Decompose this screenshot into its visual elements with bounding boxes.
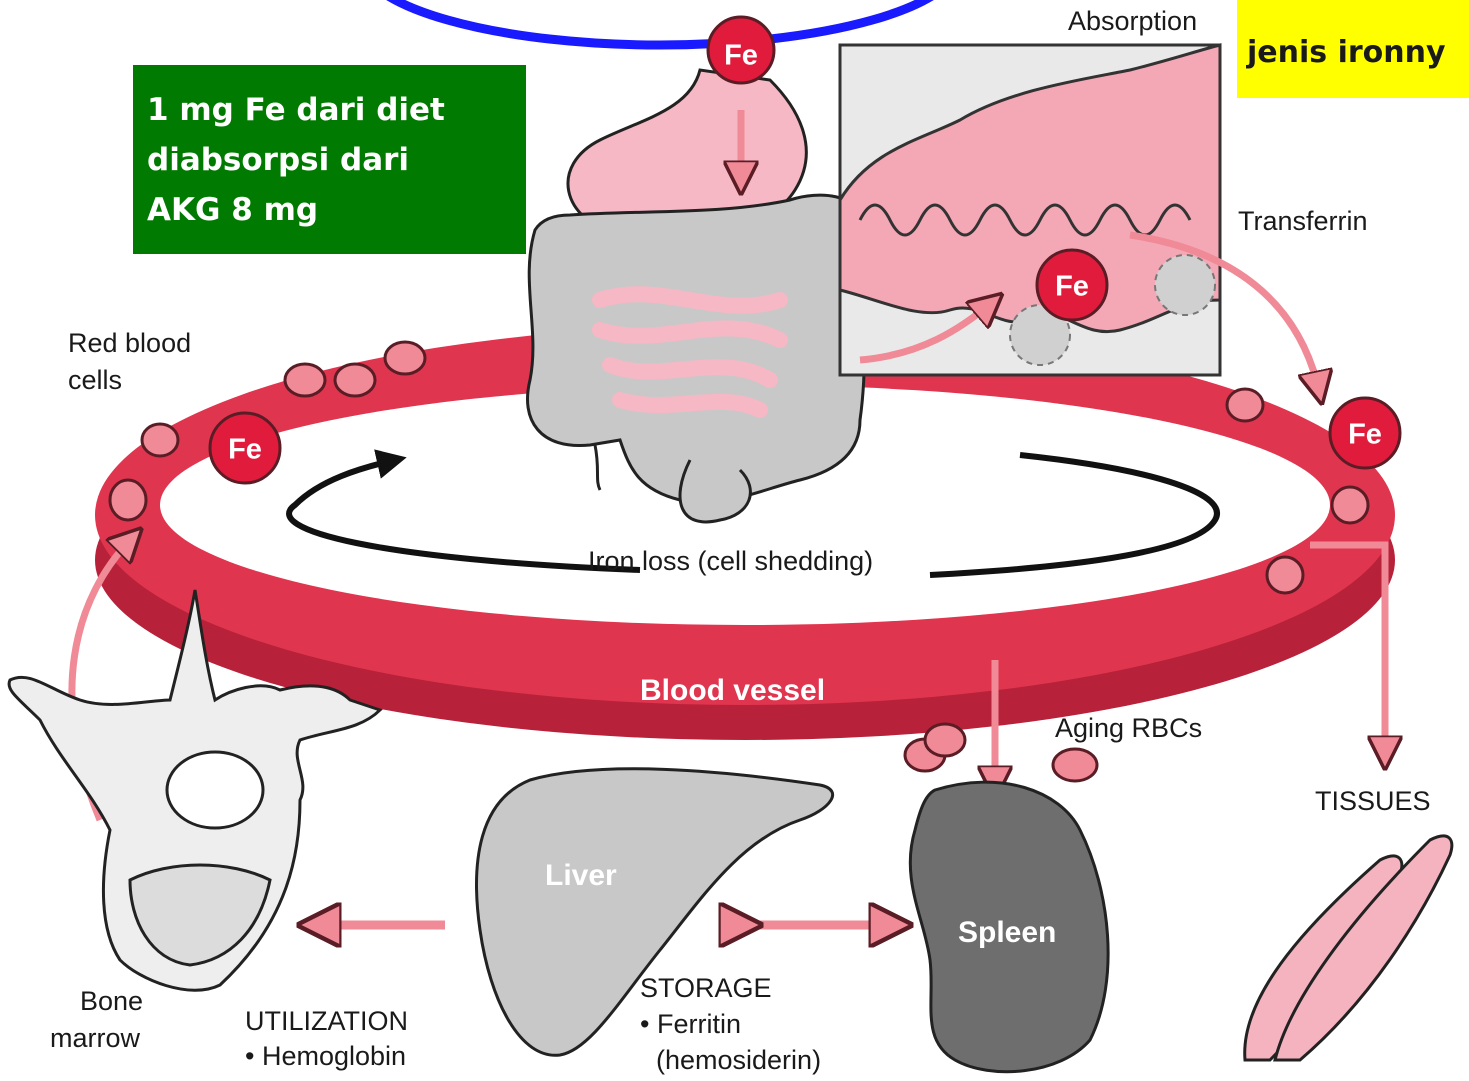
ferritin-label: • Ferritin [640, 1008, 741, 1040]
aging-rbcs-label: Aging RBCs [1055, 712, 1202, 744]
utilization-label: UTILIZATION [245, 1005, 408, 1037]
green-note-line1: 1 mg Fe dari diet [147, 85, 512, 135]
fe-label-stomach: Fe [724, 40, 758, 73]
red-blood-cells-label-line2: cells [68, 364, 122, 396]
hemoglobin-label: • Hemoglobin [245, 1040, 406, 1072]
blue-oval-highlight [360, 0, 960, 45]
green-note-line3: AKG 8 mg [147, 185, 512, 235]
fe-label-inset: Fe [1055, 271, 1089, 304]
muscle-tissue [1245, 836, 1452, 1060]
hemosiderin-label: (hemosiderin) [656, 1044, 821, 1076]
green-note: 1 mg Fe dari diet diabsorpsi dari AKG 8 … [133, 65, 526, 254]
red-blood-cells-label-line1: Red blood [68, 327, 191, 359]
bone-marrow-label-line1: Bone [80, 985, 143, 1017]
yellow-note-line1 [1247, 0, 1469, 34]
blood-vessel-label: Blood vessel [640, 673, 825, 709]
absorption-label: Absorption [1068, 5, 1197, 37]
fe-label-right: Fe [1348, 419, 1382, 452]
transferrin-label: Transferrin [1238, 205, 1368, 237]
iron-loss-label: Iron loss (cell shedding) [588, 545, 873, 577]
yellow-note-line2: jenis ironny [1247, 34, 1469, 72]
fe-label-left: Fe [228, 434, 262, 467]
yellow-note: jenis ironny [1237, 0, 1469, 98]
spleen-label: Spleen [958, 915, 1056, 951]
storage-label: STORAGE [640, 972, 772, 1004]
bone-marrow-label-line2: marrow [50, 1022, 140, 1054]
absorption-inset [840, 45, 1220, 375]
green-note-line2: diabsorpsi dari [147, 135, 512, 185]
liver-label: Liver [545, 858, 617, 894]
tissues-label: TISSUES [1315, 785, 1431, 817]
